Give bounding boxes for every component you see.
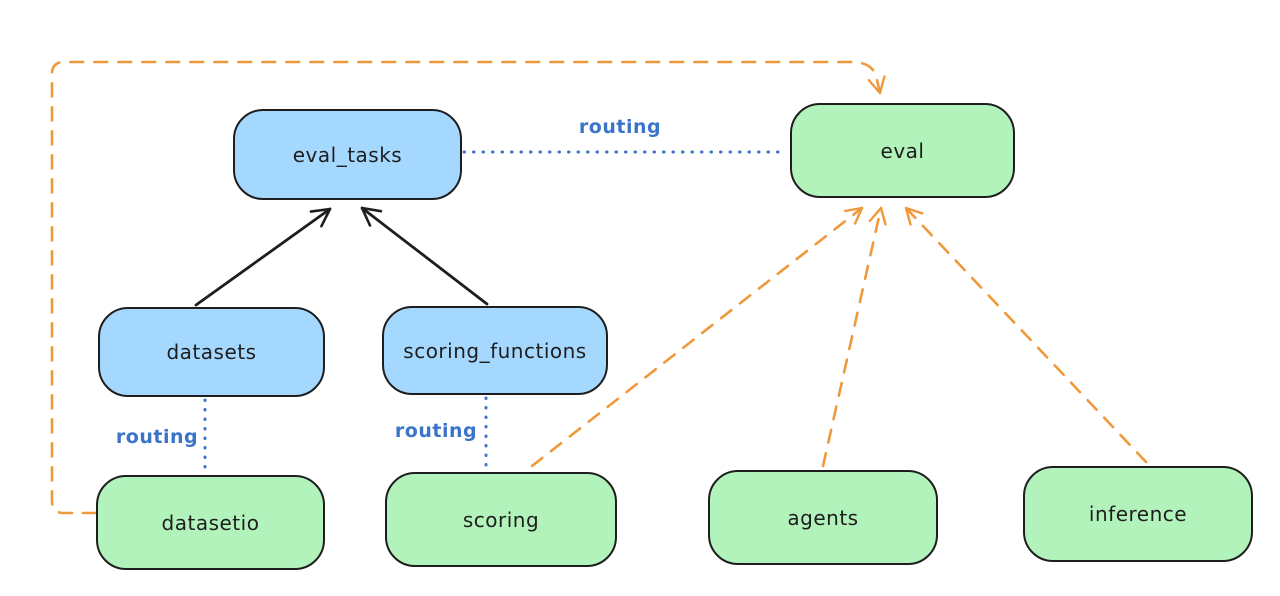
node-datasets: datasets [98,307,325,397]
edge-datasetio-to-eval [50,60,886,515]
node-datasetio-label: datasetio [161,510,260,535]
routing-label-eval-tasks-eval: routing [578,116,662,138]
node-scoring: scoring [385,472,617,567]
edge-scoring-to-eval [530,206,864,468]
edge-scoring-functions-to-eval-tasks [360,206,489,306]
routing-label-datasets-datasetio: routing [115,426,199,448]
node-inference-label: inference [1088,502,1188,526]
node-eval-label: eval [880,138,925,163]
node-scoring-functions-label: scoring_functions [403,338,587,363]
edge-datasets-to-eval-tasks [194,207,332,307]
node-eval: eval [790,103,1015,198]
node-eval-tasks-label: eval_tasks [292,142,403,167]
edge-inference-to-eval [904,206,1148,464]
node-scoring-label: scoring [462,507,540,532]
node-scoring-functions: scoring_functions [382,306,608,395]
routing-label-scoring-functions-scoring: routing [394,420,478,442]
node-datasets-label: datasets [166,340,257,364]
node-agents-label: agents [787,505,859,530]
node-inference: inference [1023,466,1253,562]
edge-agents-to-eval [821,206,887,468]
node-agents: agents [708,470,938,565]
node-datasetio: datasetio [96,475,325,570]
node-eval-tasks: eval_tasks [233,109,462,200]
